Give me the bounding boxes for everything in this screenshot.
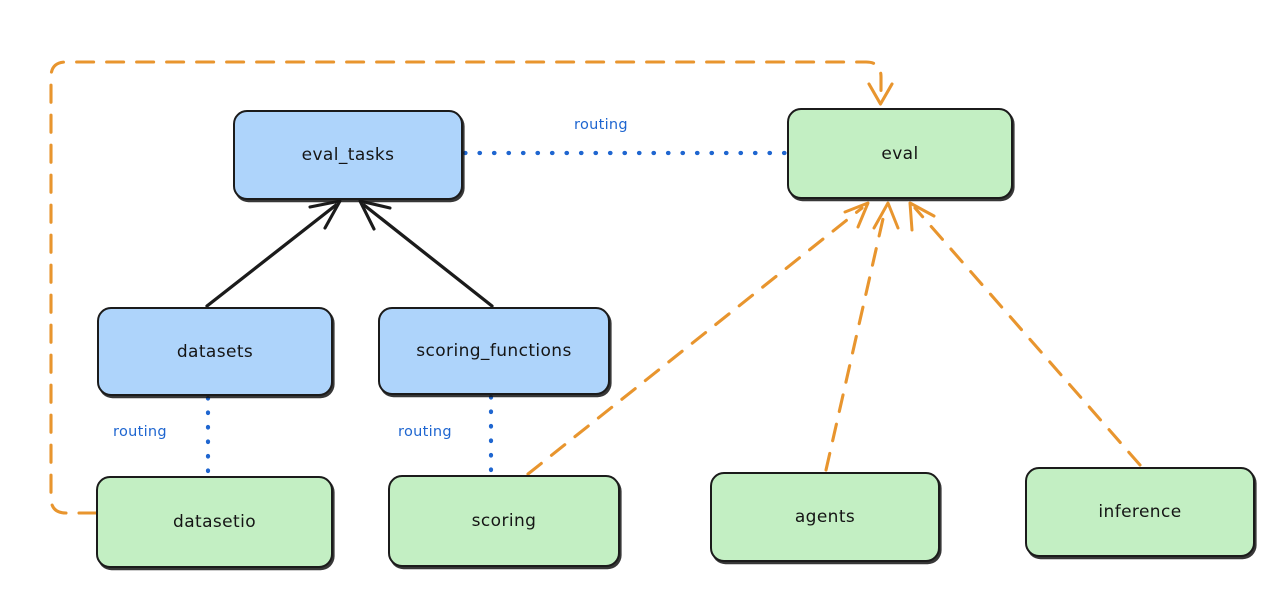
node-label-datasetio: datasetio xyxy=(173,512,256,532)
node-datasets[interactable]: datasets xyxy=(97,307,333,396)
edge-datasets-evaltasks xyxy=(205,199,342,308)
edge-agents-eval xyxy=(824,201,900,472)
node-scoring[interactable]: scoring xyxy=(388,475,620,567)
node-label-scoring: scoring xyxy=(471,511,537,531)
edge-scoringfunctions-evaltasks xyxy=(358,199,494,308)
node-label-datasets: datasets xyxy=(176,341,254,362)
node-eval-tasks[interactable]: eval_tasks xyxy=(233,110,463,200)
edge-label-routing-middle: routing xyxy=(398,424,452,440)
edge-inference-eval xyxy=(908,201,1142,467)
edge-label-routing-left: routing xyxy=(113,424,167,440)
edge-label-routing-top: routing xyxy=(574,117,628,133)
node-eval[interactable]: eval xyxy=(787,108,1013,199)
node-agents[interactable]: agents xyxy=(710,472,940,562)
node-scoring-functions[interactable]: scoring_functions xyxy=(378,307,610,395)
node-inference[interactable]: inference xyxy=(1025,467,1255,557)
node-label-scoring-functions: scoring_functions xyxy=(416,341,572,361)
node-label-agents: agents xyxy=(794,507,856,527)
node-label-inference: inference xyxy=(1098,502,1182,522)
node-label-eval-tasks: eval_tasks xyxy=(301,145,395,165)
node-label-eval: eval xyxy=(881,143,919,164)
node-datasetio[interactable]: datasetio xyxy=(96,476,333,568)
edge-datasetio-eval xyxy=(49,60,894,515)
